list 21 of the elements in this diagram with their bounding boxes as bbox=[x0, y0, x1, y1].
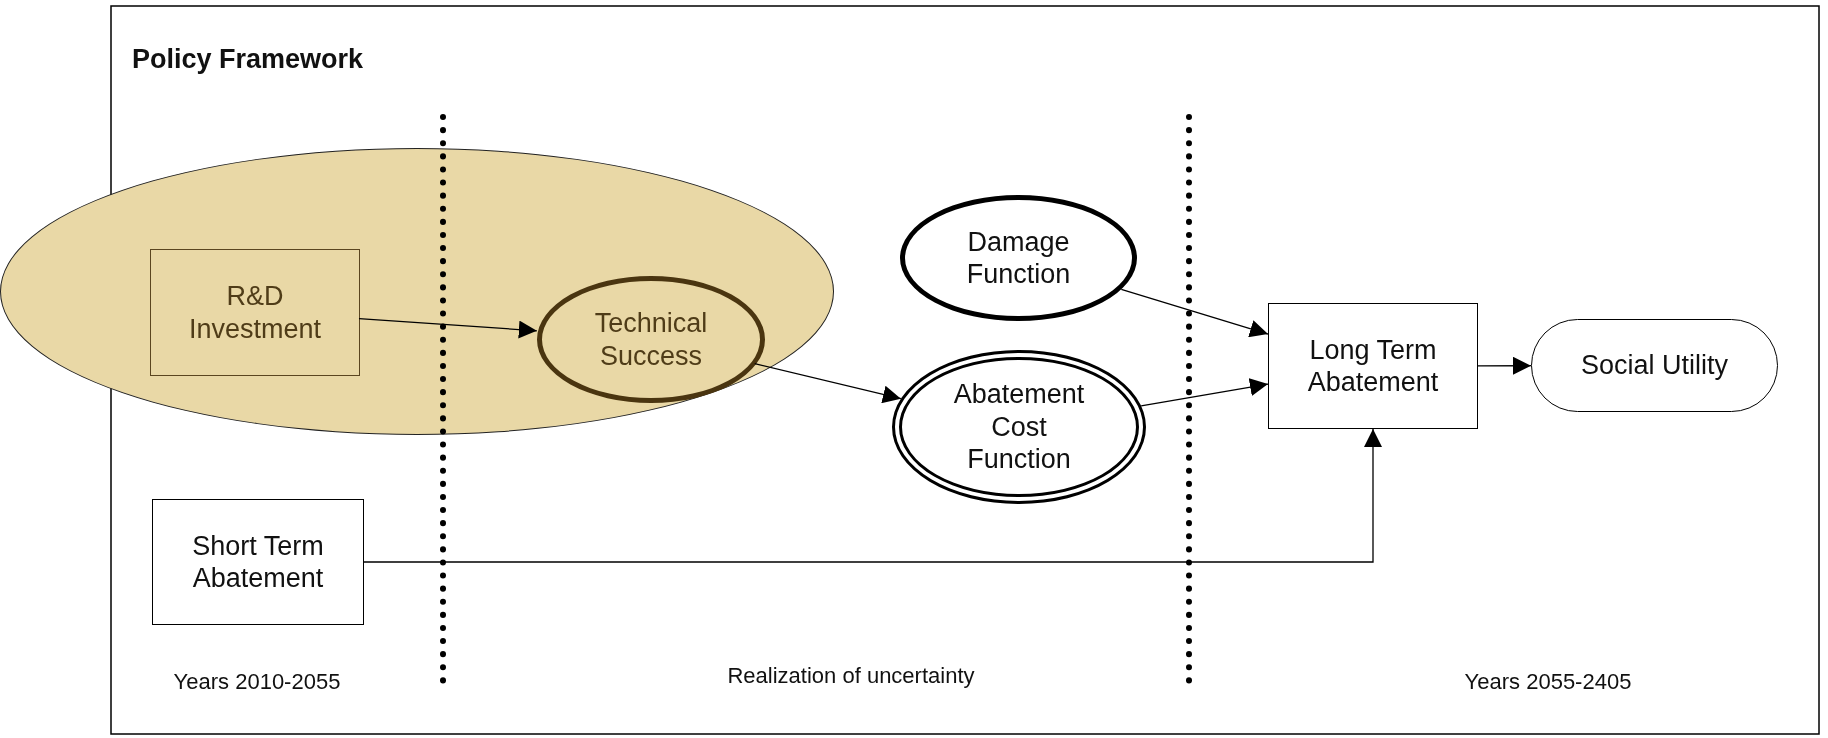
period-label: Realization of uncertainty bbox=[727, 663, 975, 689]
arrow bbox=[1120, 288, 1269, 338]
node-label: Technical Success bbox=[593, 307, 709, 372]
process-box bbox=[1268, 303, 1478, 429]
arrow bbox=[358, 318, 538, 339]
node-label: R&D Investment bbox=[187, 280, 323, 345]
ellipse-node bbox=[537, 276, 765, 403]
node-label: Short Term Abatement bbox=[191, 529, 325, 595]
process-box bbox=[150, 249, 360, 376]
arrow bbox=[754, 362, 902, 404]
node-label: Damage Function bbox=[965, 225, 1072, 291]
diagram-title: Policy Framework bbox=[132, 44, 364, 75]
arrow bbox=[363, 428, 1382, 563]
arrow bbox=[1140, 378, 1269, 407]
node-label: Abatement Cost Function bbox=[952, 378, 1086, 476]
node-label: Social Utility bbox=[1580, 349, 1728, 382]
period-label: Years 2055-2405 bbox=[1464, 669, 1632, 695]
period-label: Years 2010-2055 bbox=[173, 669, 341, 695]
node-label: Long Term Abatement bbox=[1306, 333, 1440, 399]
process-box bbox=[152, 499, 364, 625]
arrow bbox=[1477, 356, 1532, 375]
